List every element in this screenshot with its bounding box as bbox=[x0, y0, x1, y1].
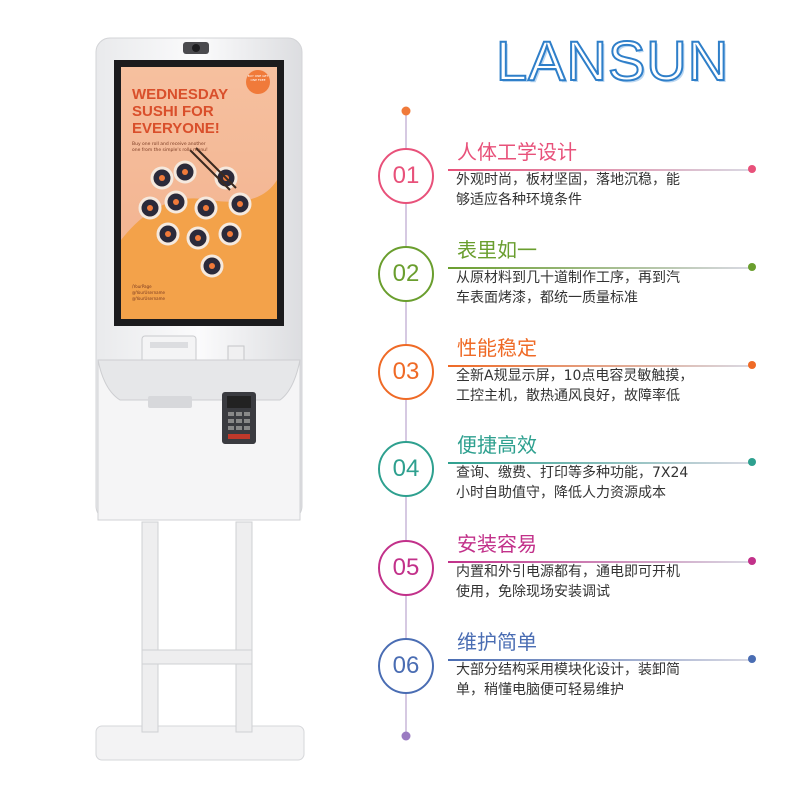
feature-title: 便捷高效 bbox=[457, 433, 537, 457]
feature-description-line: 全新A规显示屏，10点电容灵敏触摸， bbox=[456, 368, 694, 384]
feature-description-line: 车表面烤漆，都统一质量标准 bbox=[456, 290, 638, 306]
kiosk-image bbox=[95, 37, 305, 761]
feature-title: 表里如一 bbox=[457, 238, 537, 262]
timeline bbox=[401, 106, 411, 741]
feature-description: 内置和外引电源都有，通电即可开机使用，免除现场安装调试 bbox=[456, 562, 756, 602]
social-line: /YourPage bbox=[132, 284, 152, 289]
headline-line: WEDNESDAY bbox=[132, 86, 229, 103]
feature-description: 全新A规显示屏，10点电容灵敏触摸， 工控主机，散热通风良好，故障率低 bbox=[456, 366, 756, 406]
feature-item: 02 表里如一从原材料到几十道制作工序，再到汽车表面烤漆，都统一质量标准 bbox=[378, 238, 778, 342]
brand-logo: LANSUN bbox=[495, 28, 730, 93]
feature-number-circle: 02 bbox=[378, 246, 434, 302]
screen-headline: WEDNESDAY SUSHI FOR EVERYONE! bbox=[132, 86, 242, 137]
feature-description-line: 工控主机，散热通风良好，故障率低 bbox=[456, 388, 680, 404]
feature-title: 人体工学设计 bbox=[457, 140, 577, 164]
feature-divider bbox=[448, 659, 751, 661]
feature-end-dot bbox=[748, 165, 756, 173]
feature-divider bbox=[448, 169, 751, 171]
feature-description-line: 外观时尚，板材坚固，落地沉稳，能 bbox=[456, 172, 680, 188]
social-line: @YourUsername bbox=[132, 290, 165, 295]
screen-badge: BUY ONE GET ONE FREE bbox=[247, 74, 269, 82]
feature-description-line: 查询、缴费、打印等多种功能，7X24 bbox=[456, 465, 689, 481]
feature-description: 外观时尚，板材坚固，落地沉稳，能够适应各种环境条件 bbox=[456, 170, 756, 210]
feature-description-line: 大部分结构采用模块化设计，装卸简 bbox=[456, 662, 680, 678]
feature-item: 06 维护简单大部分结构采用模块化设计，装卸简单，稍懂电脑便可轻易维护 bbox=[378, 630, 778, 734]
feature-divider bbox=[448, 267, 751, 269]
feature-end-dot bbox=[748, 458, 756, 466]
feature-end-dot bbox=[748, 557, 756, 565]
feature-description: 查询、缴费、打印等多种功能，7X24 小时自助值守，降低人力资源成本 bbox=[456, 463, 756, 503]
feature-end-dot bbox=[748, 361, 756, 369]
feature-number-circle: 01 bbox=[378, 148, 434, 204]
headline-line: EVERYONE! bbox=[132, 120, 220, 137]
feature-divider bbox=[448, 365, 751, 367]
feature-description-line: 使用，免除现场安装调试 bbox=[456, 584, 610, 600]
feature-item: 03 性能稳定全新A规显示屏，10点电容灵敏触摸， 工控主机，散热通风良好，故障率低 bbox=[378, 336, 778, 440]
feature-number-circle: 05 bbox=[378, 540, 434, 596]
screen-social: /YourPage @YourUsername @YourUsername bbox=[132, 284, 165, 302]
feature-number-circle: 06 bbox=[378, 638, 434, 694]
feature-end-dot bbox=[748, 655, 756, 663]
feature-description: 从原材料到几十道制作工序，再到汽车表面烤漆，都统一质量标准 bbox=[456, 268, 756, 308]
feature-divider bbox=[448, 462, 751, 464]
feature-divider bbox=[448, 561, 751, 563]
feature-item: 04 便捷高效查询、缴费、打印等多种功能，7X24 小时自助值守，降低人力资源成本 bbox=[378, 433, 778, 537]
feature-description: 大部分结构采用模块化设计，装卸简单，稍懂电脑便可轻易维护 bbox=[456, 660, 756, 700]
timeline-top-dot bbox=[401, 106, 411, 116]
feature-number-circle: 03 bbox=[378, 344, 434, 400]
subtext-line: Buy one roll and receive another bbox=[132, 142, 206, 147]
subtext-line: one from the simple's rolls menu! bbox=[132, 148, 208, 153]
timeline-bottom-dot bbox=[401, 731, 411, 741]
feature-item: 01 人体工学设计外观时尚，板材坚固，落地沉稳，能够适应各种环境条件 bbox=[378, 140, 778, 244]
feature-number-circle: 04 bbox=[378, 441, 434, 497]
feature-title: 安装容易 bbox=[457, 532, 537, 556]
screen-subtext: Buy one roll and receive another one fro… bbox=[132, 142, 252, 154]
feature-description-line: 小时自助值守，降低人力资源成本 bbox=[456, 485, 666, 501]
feature-description-line: 从原材料到几十道制作工序，再到汽 bbox=[456, 270, 680, 286]
feature-description-line: 够适应各种环境条件 bbox=[456, 192, 582, 208]
social-line: @YourUsername bbox=[132, 296, 165, 301]
feature-title: 性能稳定 bbox=[457, 336, 537, 360]
feature-end-dot bbox=[748, 263, 756, 271]
feature-description-line: 内置和外引电源都有，通电即可开机 bbox=[456, 564, 680, 580]
headline-line: SUSHI FOR bbox=[132, 103, 214, 120]
feature-description-line: 单，稍懂电脑便可轻易维护 bbox=[456, 682, 624, 698]
feature-title: 维护简单 bbox=[457, 630, 537, 654]
feature-item: 05 安装容易内置和外引电源都有，通电即可开机使用，免除现场安装调试 bbox=[378, 532, 778, 636]
